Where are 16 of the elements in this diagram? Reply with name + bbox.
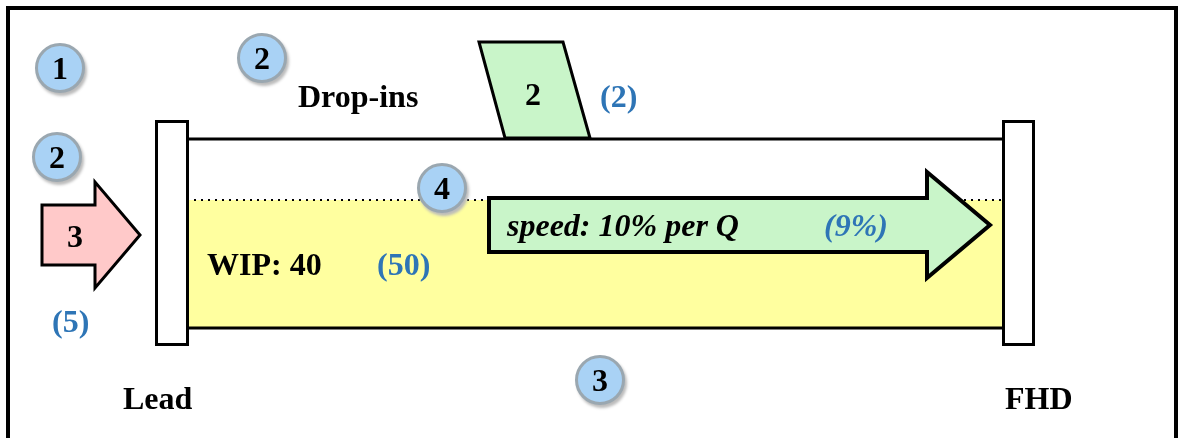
previous-value: (9%) bbox=[824, 207, 888, 243]
end-label: Lead bbox=[123, 380, 193, 416]
previous-value: (50) bbox=[377, 246, 431, 282]
previous-value: (5) bbox=[52, 303, 90, 339]
count-value: 2 bbox=[525, 76, 541, 112]
previous-value: (2) bbox=[600, 78, 638, 114]
callout-number: 2 bbox=[237, 33, 287, 83]
callout-number: 4 bbox=[417, 163, 467, 213]
callout-number: 3 bbox=[575, 355, 625, 405]
callout-number: 2 bbox=[32, 132, 82, 182]
drop-ins-label: Drop-ins bbox=[298, 78, 419, 114]
end-label: FHD bbox=[1005, 380, 1073, 416]
speed-text: speed: 10% per Q bbox=[507, 207, 739, 243]
count-value: 3 bbox=[67, 218, 83, 254]
wip-value: WIP: 40 bbox=[207, 246, 322, 282]
callout-number: 1 bbox=[35, 43, 85, 93]
